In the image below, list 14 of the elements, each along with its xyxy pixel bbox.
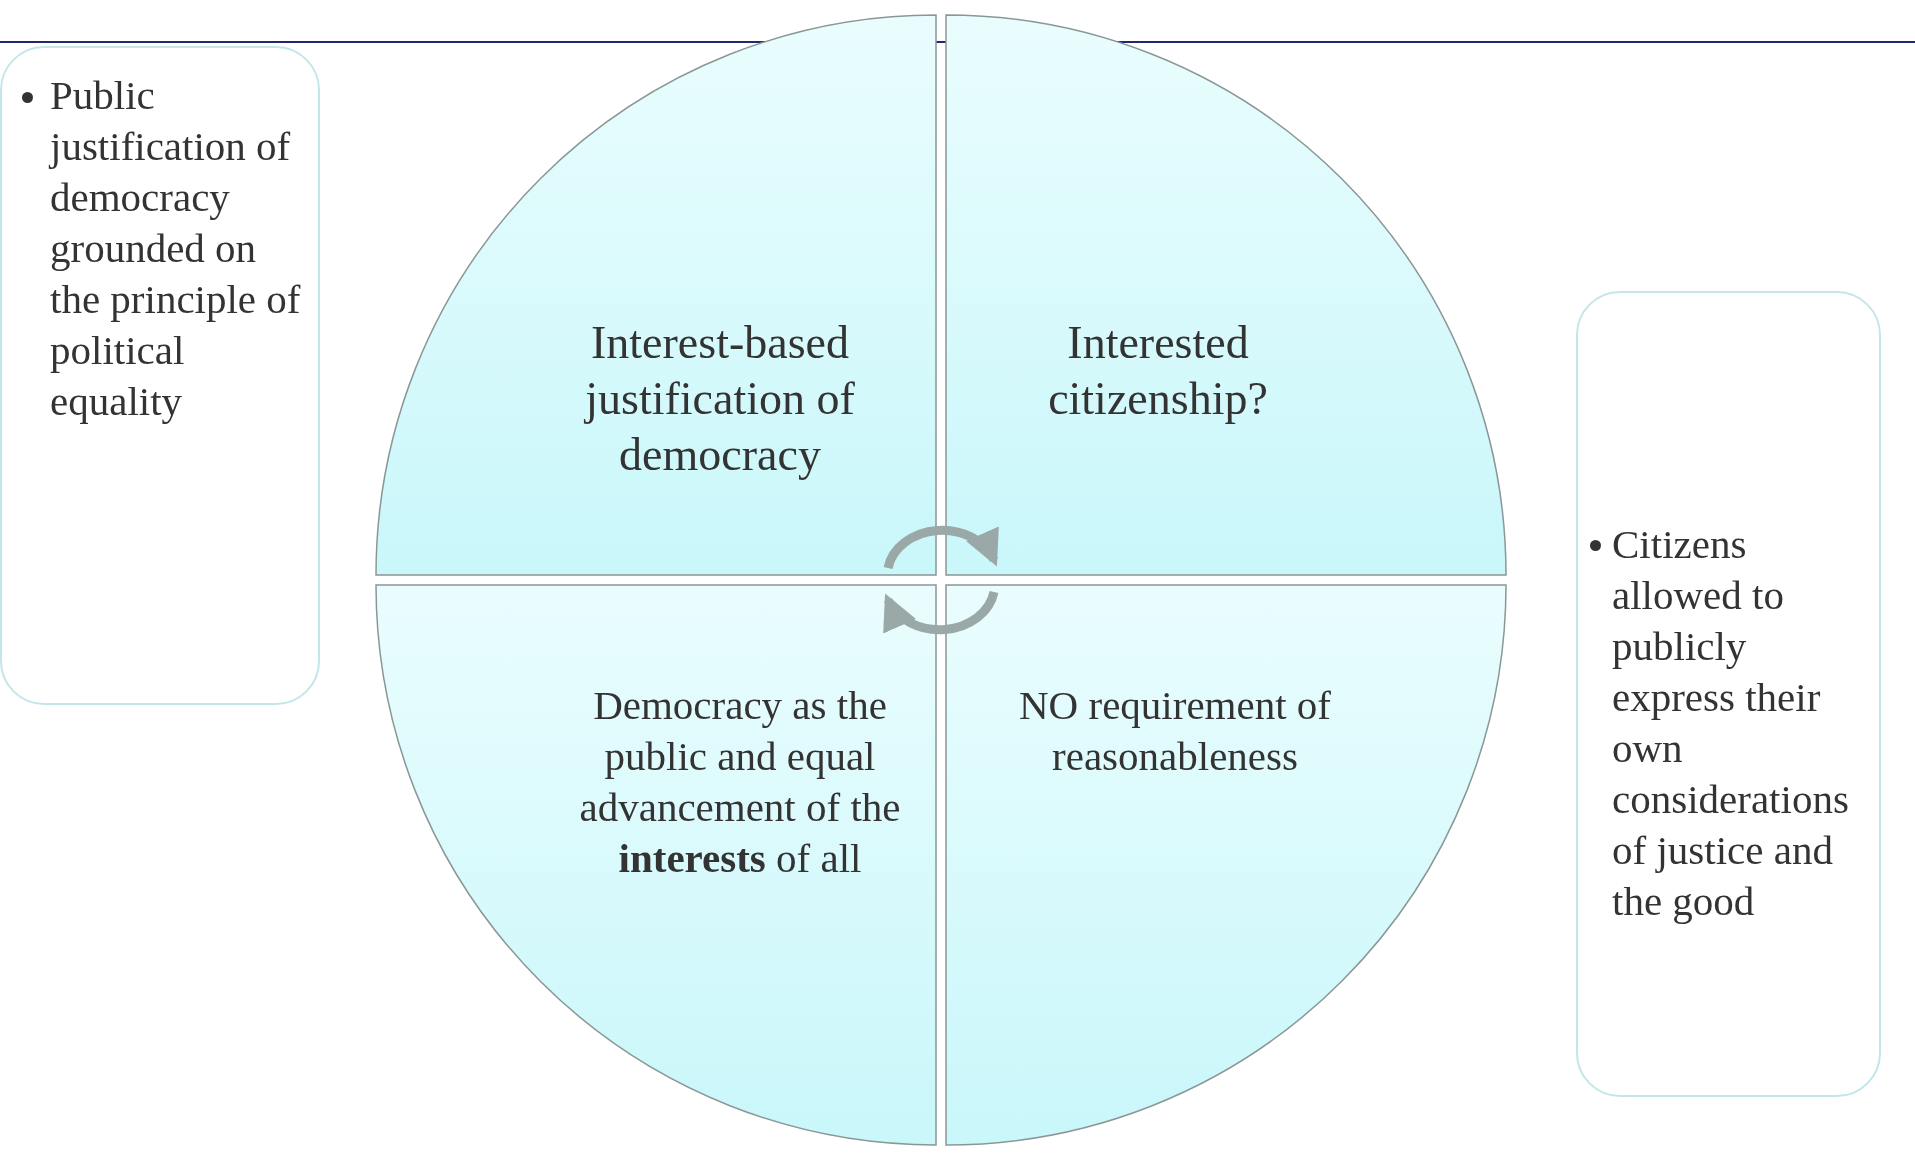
curved-arrow bbox=[883, 525, 998, 570]
quarter-circle-segment bbox=[376, 585, 936, 1145]
text-panel bbox=[0, 46, 320, 705]
segment-label: NO requirement of reasonableness bbox=[1018, 681, 1332, 781]
segment-label: Democracy as the public and equal advancement of the interests of all bbox=[578, 681, 902, 883]
segment-label: Interested citizenship? bbox=[1047, 316, 1269, 426]
text-panel bbox=[1576, 291, 1881, 1097]
bullet-text: Citizens allowed to publicly express their own considerations of justice and the good bbox=[1612, 520, 1850, 926]
bullet-text: Public justification of democracy grounded on the principle of political equality bbox=[50, 71, 302, 426]
quarter-circle-segment bbox=[946, 585, 1506, 1145]
curved-arrow bbox=[884, 590, 999, 635]
segment-label: Interest-based justification of democracy bbox=[583, 316, 856, 482]
quarter-circle-segment bbox=[376, 15, 936, 575]
quarter-circle-segment bbox=[946, 15, 1506, 575]
